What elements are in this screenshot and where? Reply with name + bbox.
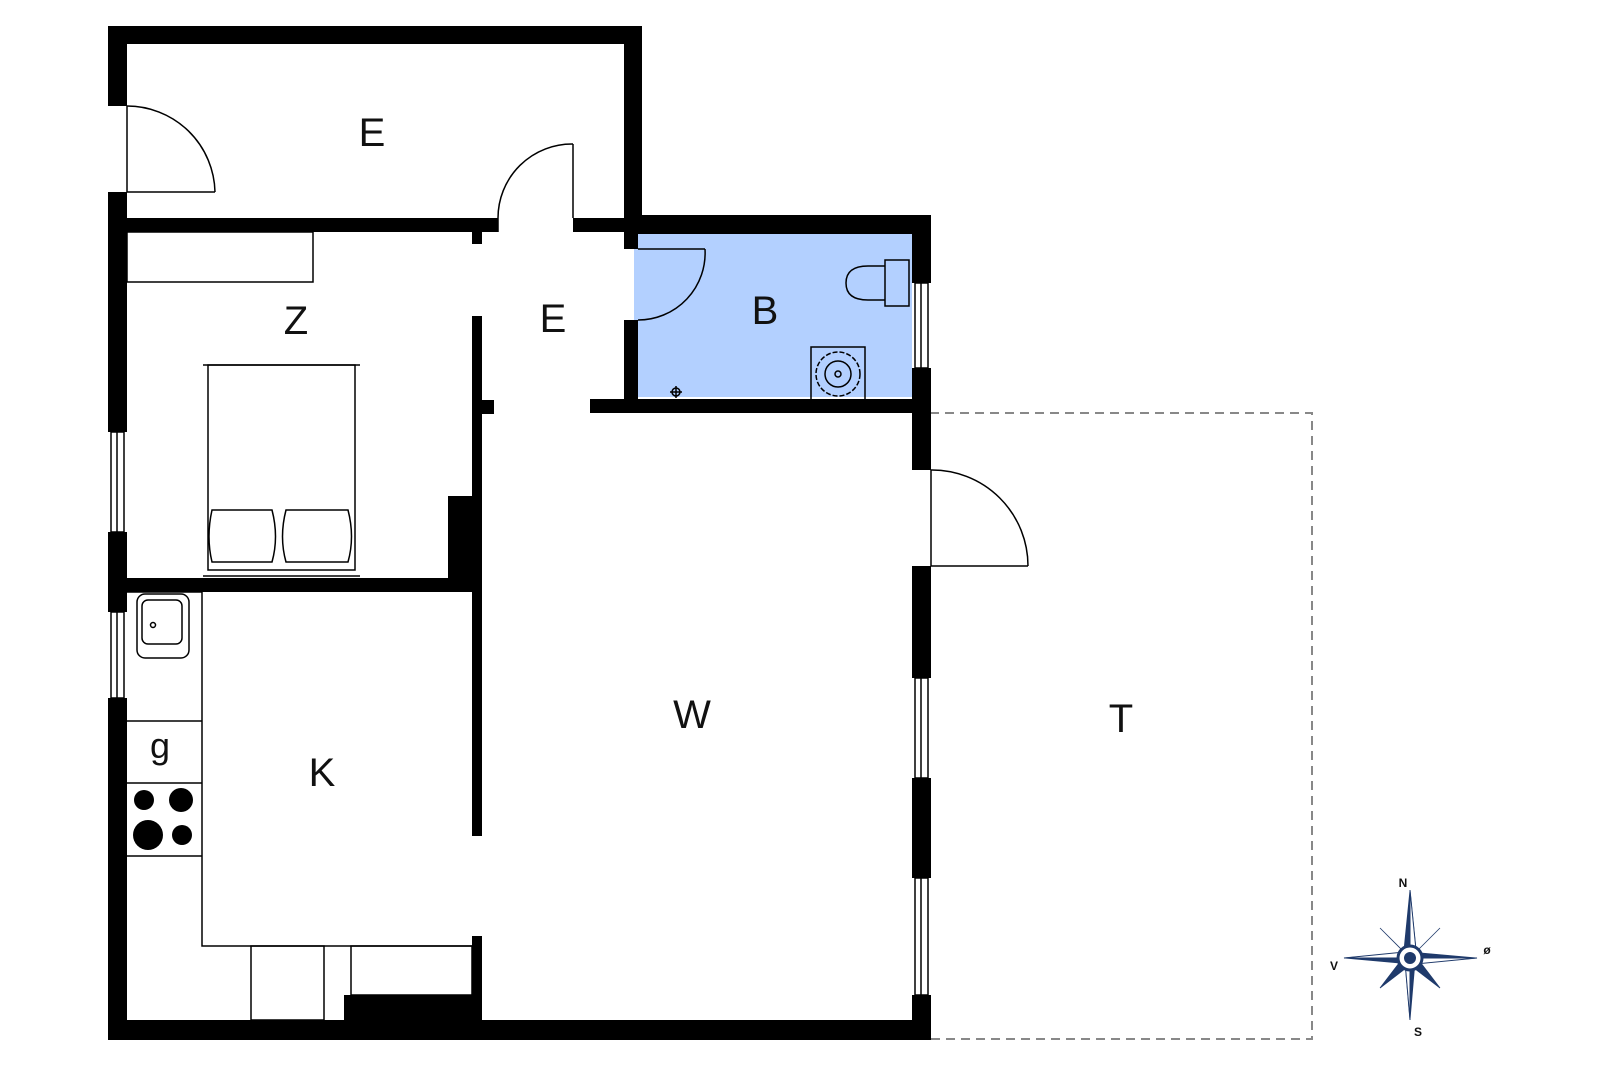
window-icon: [914, 877, 929, 996]
room-label-bathroom: B: [752, 289, 779, 333]
room-label-terrace: T: [1109, 697, 1133, 741]
gas-label: g: [150, 725, 170, 766]
window-icon: [110, 611, 125, 699]
counter-unit: [350, 945, 473, 996]
kitchen-counter: [127, 591, 472, 947]
compass-rose-icon: N ø S V: [1330, 876, 1491, 1039]
floor-drain-icon: [670, 386, 682, 398]
room-label-hall: E: [540, 297, 567, 341]
door-icon: [637, 248, 706, 321]
room-label-entrance-top: E: [359, 111, 386, 155]
wardrobe: [126, 231, 314, 283]
bed-icon: [203, 364, 360, 577]
stove-icon: [133, 788, 193, 850]
terrace-outline: [930, 412, 1313, 1040]
window-icon: [914, 677, 929, 779]
doors: [126, 105, 1029, 567]
furniture: [126, 231, 910, 1021]
compass-south: S: [1414, 1025, 1422, 1039]
compass-north: N: [1399, 876, 1408, 890]
compass-east: ø: [1483, 943, 1491, 957]
sink-icon: [136, 593, 190, 659]
washbasin-icon: [810, 346, 866, 402]
door-icon: [126, 105, 216, 193]
door-icon: [497, 143, 574, 232]
window-icon: [110, 431, 125, 533]
room-label-living: W: [673, 693, 711, 737]
windows: [110, 282, 929, 996]
window-icon: [914, 282, 929, 369]
room-label-bedroom: Z: [284, 299, 308, 343]
toilet-icon: [845, 259, 910, 307]
walls: [108, 26, 931, 1040]
door-icon: [930, 469, 1029, 567]
room-label-kitchen: K: [309, 751, 336, 795]
counter-unit: [250, 945, 325, 1021]
compass-west: V: [1330, 959, 1338, 973]
